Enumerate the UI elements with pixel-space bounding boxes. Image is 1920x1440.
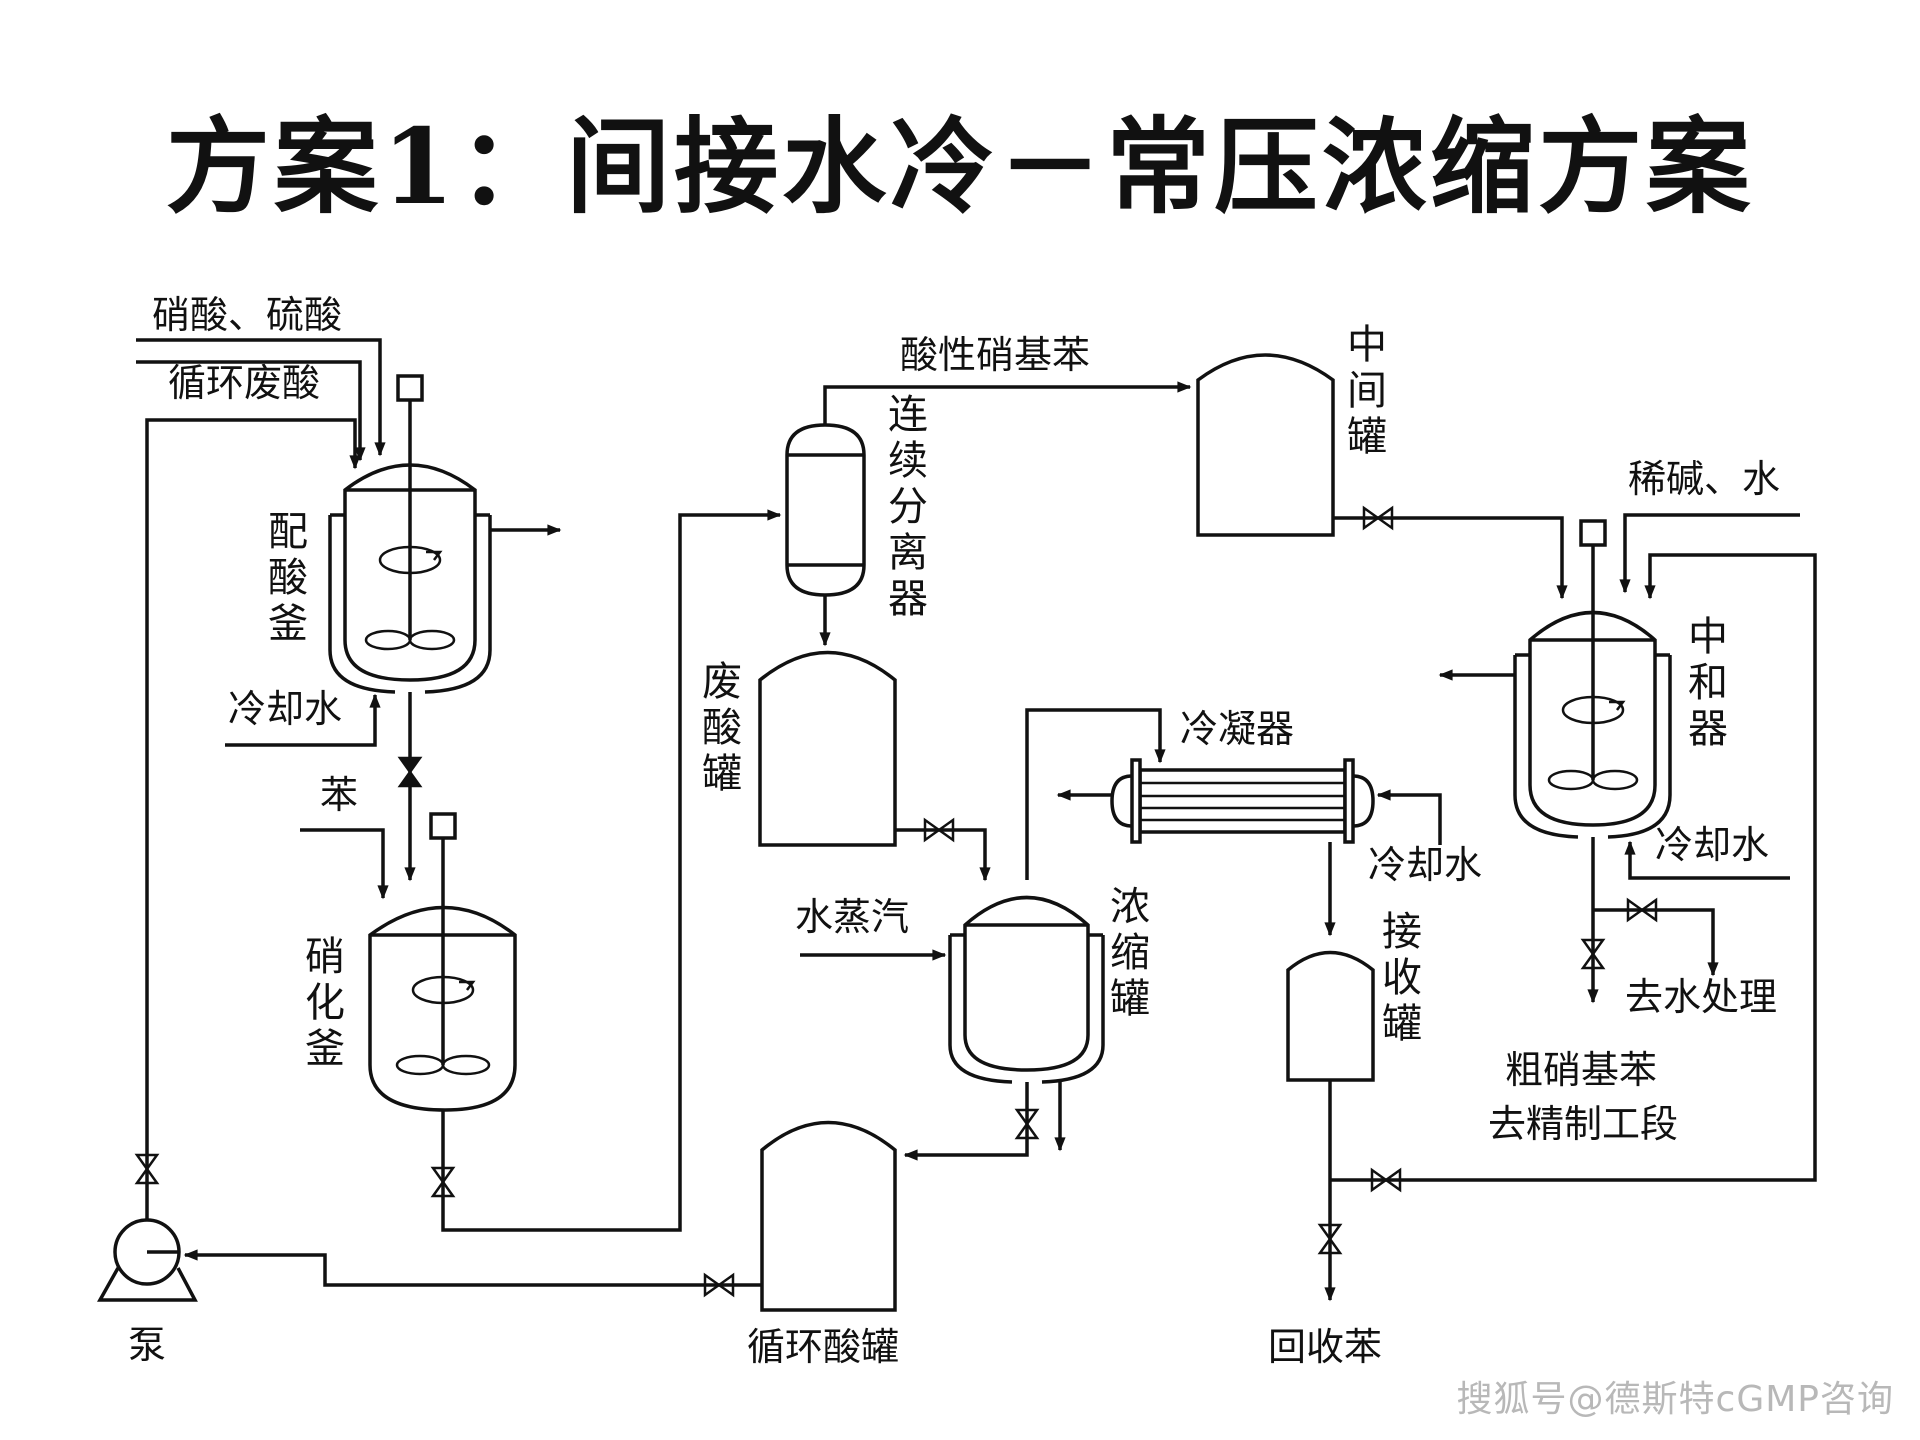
- label-recycle-waste-acid: 循环废酸: [168, 361, 320, 405]
- label-acid-mixer: 配酸釜: [268, 509, 308, 647]
- pipe-concentrator-vapor: [1025, 708, 1166, 880]
- waste-acid-tank: [758, 650, 897, 847]
- nitrator-vessel: [368, 812, 517, 1112]
- valve-receiver-outlet: [1317, 1223, 1343, 1255]
- continuous-separator: [785, 423, 866, 597]
- label-dilute-alkali-water: 稀碱、水: [1628, 457, 1780, 501]
- intermediate-tank: [1196, 353, 1335, 537]
- label-cooling-water-1: 冷却水: [228, 687, 342, 731]
- label-steam: 水蒸汽: [795, 895, 909, 939]
- page-title: 方案1：间接水冷－常压浓缩方案: [165, 105, 1755, 228]
- acid-mixer-vessel: [328, 374, 562, 694]
- pipe-nitrator-to-separator: [441, 509, 782, 1232]
- valve-pump-discharge: [134, 1153, 160, 1185]
- label-benzene: 苯: [320, 773, 358, 817]
- valve-neutralizer-bottom: [1580, 938, 1606, 970]
- recycle-acid-tank: [760, 1120, 897, 1312]
- pipe-pump-to-mixer: [145, 418, 361, 1220]
- valve-intermediate-outlet: [1362, 505, 1394, 531]
- label-separator: 连续分离器: [888, 392, 928, 622]
- label-condenser: 冷凝器: [1180, 707, 1294, 751]
- pipe-nitric-sulfuric-feed: [136, 338, 386, 457]
- valve-recycle-outlet: [703, 1272, 735, 1298]
- receiver-tank: [1286, 950, 1375, 1082]
- valve-waste-acid-outlet: [923, 817, 955, 843]
- pipe-cooling-water-neutralizer: [1624, 840, 1790, 880]
- pipe-concentrator-to-recycle: [903, 1082, 1029, 1161]
- label-cooling-water-2: 冷却水: [1368, 843, 1482, 887]
- label-acidic-nitrobenzene: 酸性硝基苯: [900, 333, 1090, 377]
- neutralizer-vessel: [1438, 519, 1672, 839]
- label-crude-nitrobenzene: 粗硝基苯: [1505, 1048, 1657, 1092]
- pipe-dilute-alkali-feed: [1619, 513, 1800, 594]
- pipe-waste-acid-to-concentrator: [895, 828, 991, 882]
- label-neutralizer: 中和器: [1688, 614, 1728, 752]
- label-to-water-treatment: 去水处理: [1625, 975, 1777, 1019]
- watermark: 搜狐号@德斯特cGMP咨询: [1456, 1379, 1894, 1420]
- valve-nitrator-bottom: [430, 1166, 456, 1198]
- label-pump: 泵: [128, 1323, 166, 1367]
- label-nitric-sulfuric: 硝酸、硫酸: [152, 293, 342, 337]
- label-to-refining-section: 去精制工段: [1488, 1102, 1678, 1146]
- condenser: [1110, 758, 1375, 844]
- pipe-receiver-to-neutralizer: [1330, 553, 1817, 1182]
- pipe-recycle-to-pump: [183, 1249, 762, 1287]
- label-cooling-water-3: 冷却水: [1655, 823, 1769, 867]
- label-recycle-acid-tank: 循环酸罐: [747, 1325, 899, 1369]
- label-receiver: 接收罐: [1382, 909, 1422, 1047]
- pipe-benzene-feed: [300, 828, 389, 900]
- pipe-condenser-cooling-in: [1376, 789, 1442, 845]
- pump: [97, 1218, 198, 1302]
- valve-concentrator-bottom: [1014, 1108, 1040, 1140]
- label-intermediate-tank: 中间罐: [1347, 322, 1387, 460]
- pipe-cooling-water-mixer: [225, 693, 381, 747]
- valve-water-treatment: [1626, 897, 1658, 923]
- concentrator-vessel: [948, 895, 1105, 1084]
- valve-mixer-bottom: [397, 756, 423, 788]
- label-nitrator: 硝化釜: [305, 934, 345, 1072]
- pipe-to-water-treatment: [1593, 908, 1719, 977]
- label-waste-acid-tank: 废酸罐: [702, 659, 742, 797]
- pipe-intermediate-to-neutralizer: [1333, 516, 1568, 600]
- label-concentrator: 浓缩罐: [1110, 884, 1150, 1022]
- pipe-separator-to-intermediate: [823, 381, 1192, 425]
- valve-receiver-to-neutralizer: [1370, 1167, 1402, 1193]
- label-recovered-benzene: 回收苯: [1268, 1325, 1382, 1369]
- pipe-recycle-waste-acid-feed: [136, 360, 366, 462]
